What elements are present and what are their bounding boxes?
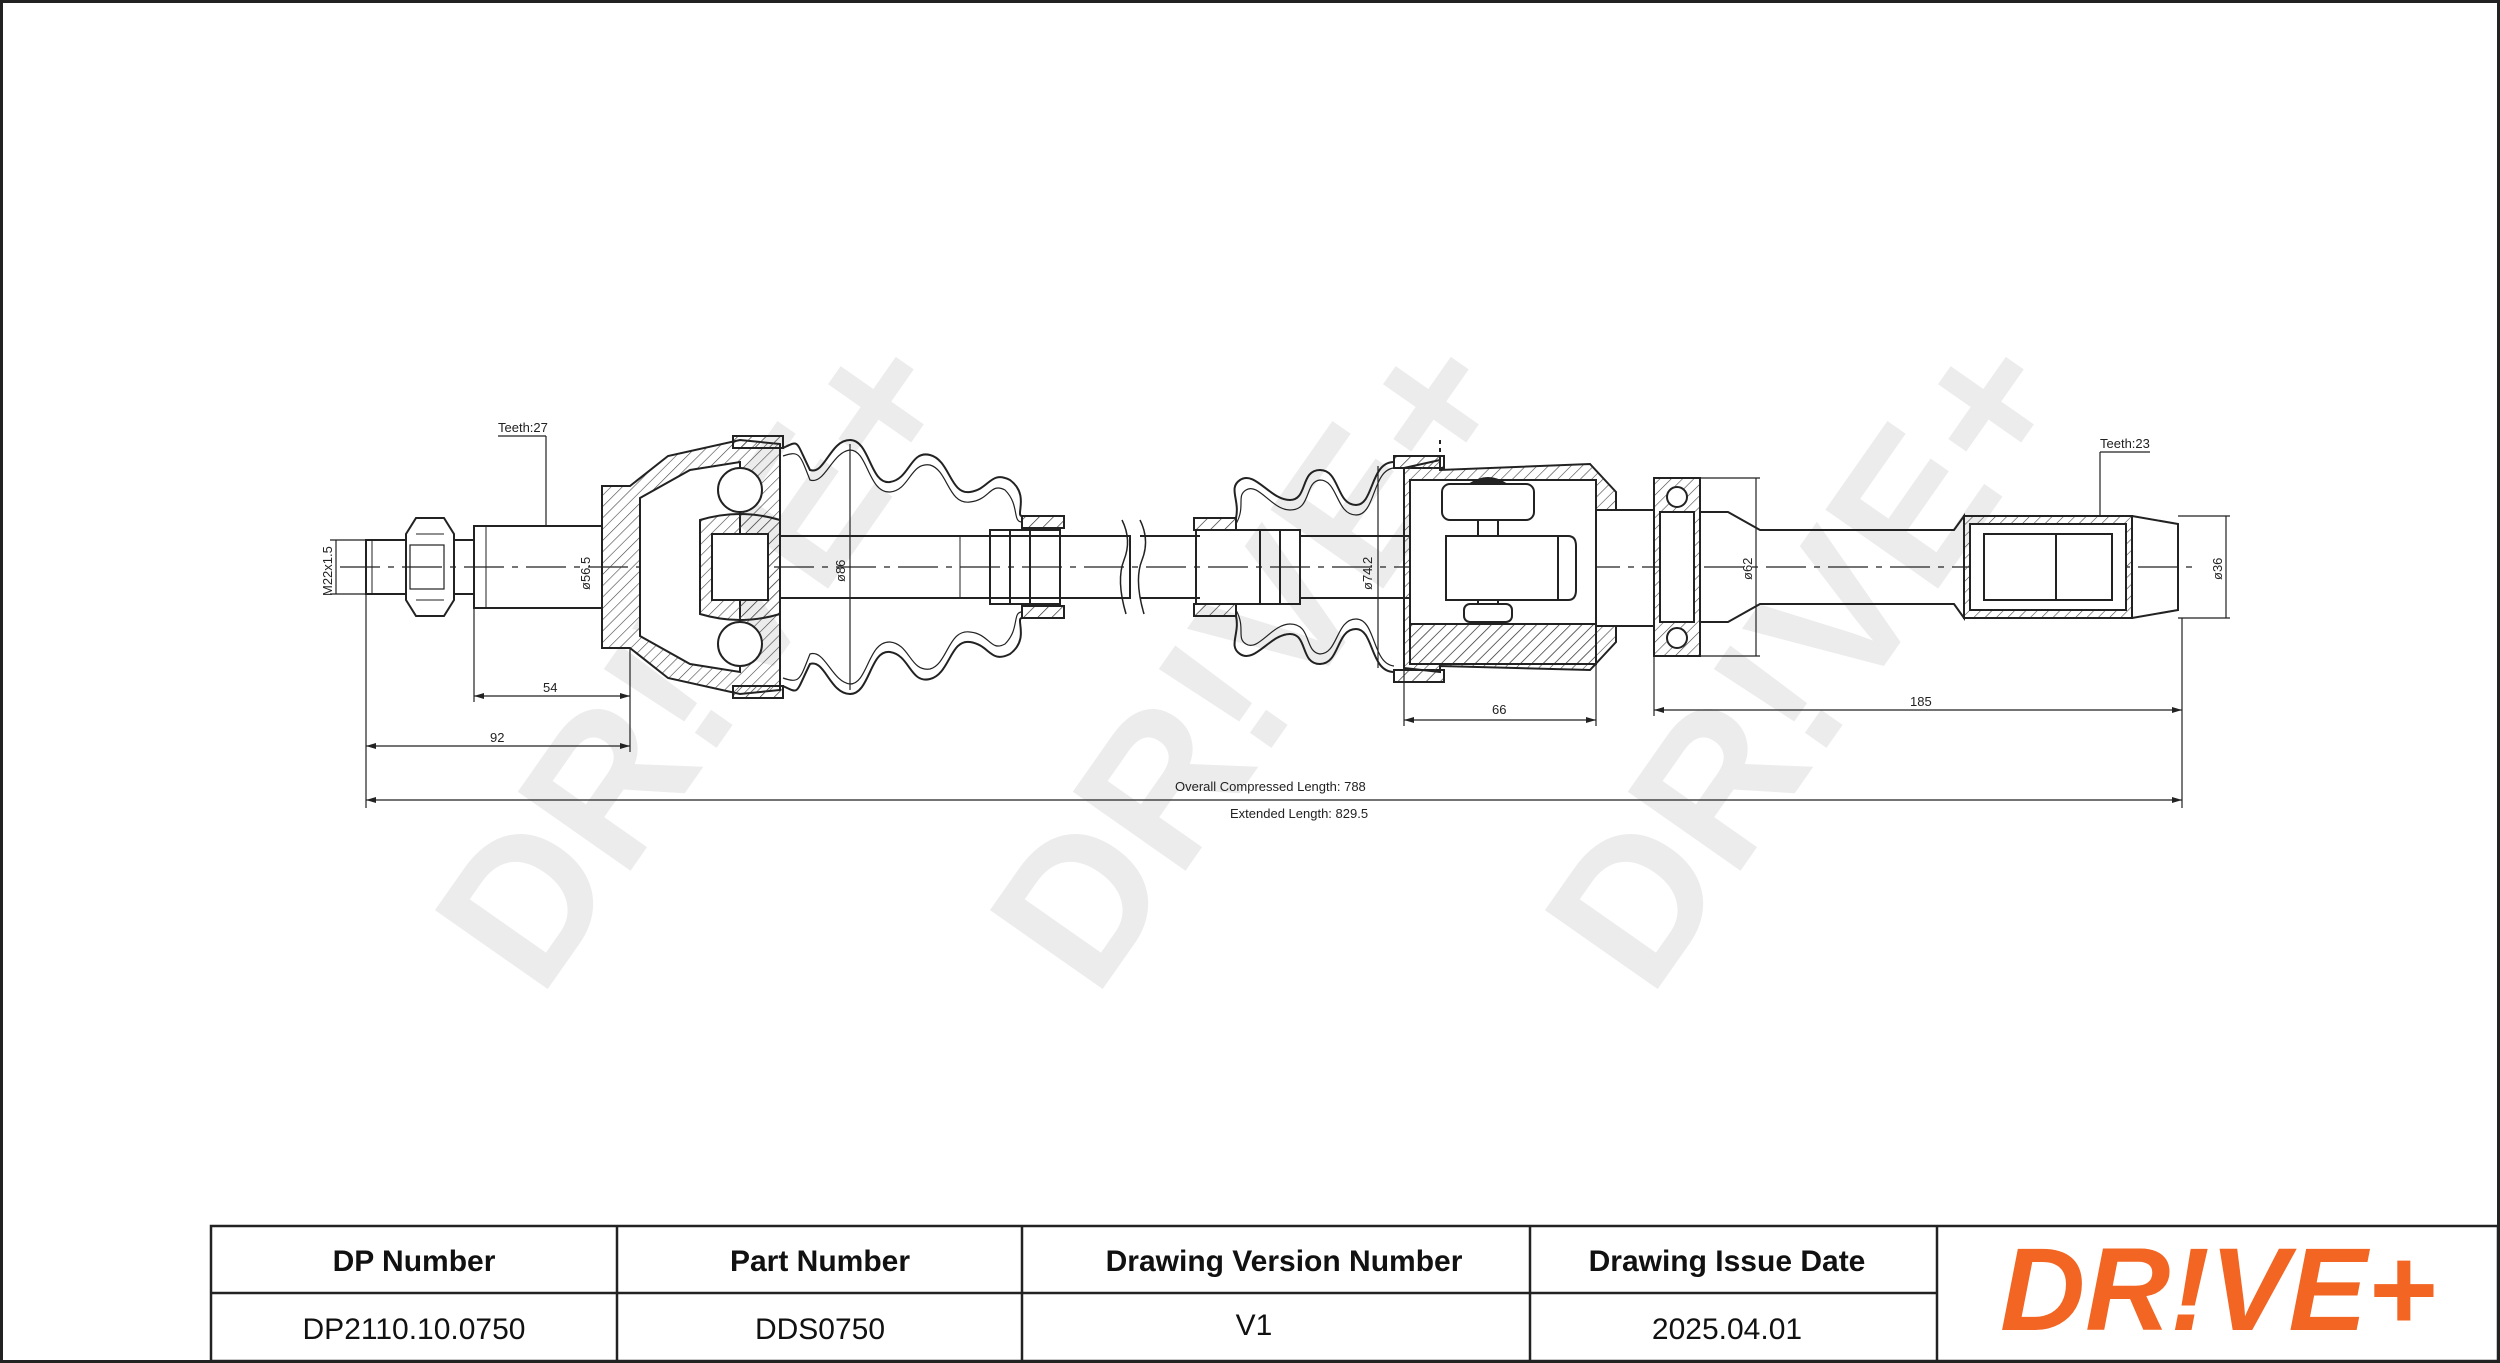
label-dia-inner-end: ø36 bbox=[2210, 558, 2225, 580]
value-part-number: DDS0750 bbox=[755, 1313, 885, 1346]
header-drawing-version: Drawing Version Number bbox=[1106, 1245, 1463, 1278]
title-block bbox=[209, 1224, 2500, 1363]
cv-ball-top bbox=[717, 467, 763, 513]
dimension-labels: M22x1.5 Teeth:27 ø56.5 ø86 ø74.2 ø62 ø36… bbox=[320, 420, 2225, 821]
label-dia-inner-boot: ø74.2 bbox=[1360, 557, 1375, 590]
label-overall-length: Overall Compressed Length: 788 bbox=[1175, 779, 1366, 794]
label-len-66: 66 bbox=[1492, 702, 1506, 717]
label-dia-outer-joint: ø86 bbox=[833, 560, 848, 582]
title-block-text: DP Number Part Number Drawing Version Nu… bbox=[303, 1245, 1866, 1346]
value-drawing-version: V1 bbox=[1236, 1309, 1273, 1342]
inner-boot-top bbox=[1233, 461, 1395, 519]
label-teeth-outer: Teeth:27 bbox=[498, 420, 548, 435]
value-dp-number: DP2110.10.0750 bbox=[303, 1313, 526, 1346]
inner-boot-bottom bbox=[1233, 615, 1395, 673]
value-issue-date: 2025.04.01 bbox=[1652, 1313, 1802, 1346]
label-len-54: 54 bbox=[543, 680, 557, 695]
header-issue-date: Drawing Issue Date bbox=[1589, 1245, 1866, 1278]
label-thread: M22x1.5 bbox=[320, 546, 335, 596]
arrowheads bbox=[366, 693, 2182, 803]
label-dia-bearing: ø62 bbox=[1740, 558, 1755, 580]
label-teeth-inner: Teeth:23 bbox=[2100, 436, 2150, 451]
label-dia-outer-shaft: ø56.5 bbox=[578, 557, 593, 590]
outer-boot-top bbox=[782, 438, 1023, 517]
cv-ball-bottom bbox=[717, 621, 763, 667]
label-len-185: 185 bbox=[1910, 694, 1932, 709]
header-part-number: Part Number bbox=[730, 1245, 910, 1278]
outer-boot-clamp-top bbox=[732, 435, 784, 449]
nut bbox=[405, 517, 455, 617]
drive-shaft bbox=[340, 435, 2200, 699]
drive-logo: DR!VE+ bbox=[2000, 1224, 2436, 1356]
label-len-92: 92 bbox=[490, 730, 504, 745]
outer-boot-bottom bbox=[782, 617, 1023, 696]
outer-boot-clamp-bottom bbox=[732, 685, 784, 699]
main-shaft bbox=[779, 535, 1131, 599]
tripod-spider bbox=[1441, 483, 1535, 521]
label-extended-length: Extended Length: 829.5 bbox=[1230, 806, 1368, 821]
dimension-lines bbox=[330, 435, 2230, 808]
header-dp-number: DP Number bbox=[333, 1245, 496, 1278]
